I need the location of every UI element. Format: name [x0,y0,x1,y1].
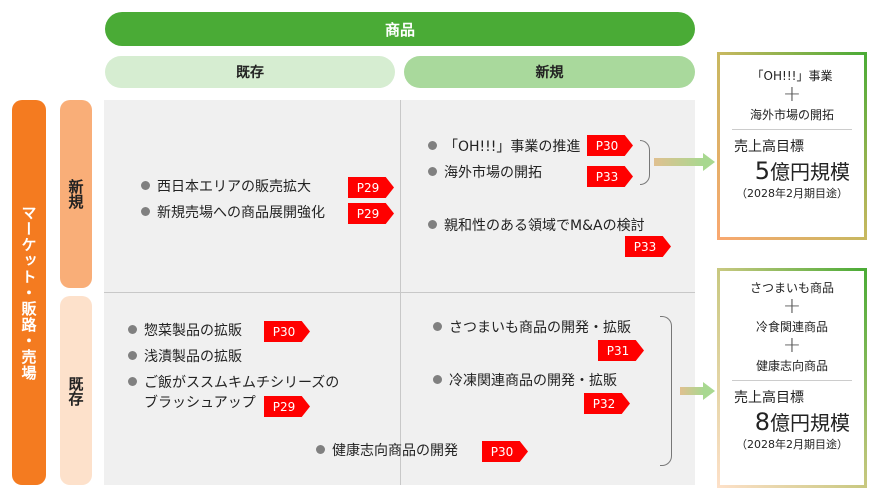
list-item: 海外市場の開拓 [428,163,542,183]
page-tag[interactable]: P30 [482,441,528,462]
box-line: 健康志向商品 [755,359,828,373]
page-tag[interactable]: P32 [584,393,630,414]
list-item: 健康志向商品の開発 [316,441,458,461]
plus-icon: + [782,82,802,107]
page-tag[interactable]: P33 [625,236,671,257]
list-item: ご飯がススムキムチシリーズのブラッシュアップ [128,373,339,413]
page-tag[interactable]: P30 [587,135,633,156]
page-tag[interactable]: P29 [264,396,310,417]
list-item: さつまいも商品の開発・拡販 [433,318,631,338]
brace [640,140,650,185]
plus-icon: + [782,294,802,319]
list-item: 浅漬製品の拡販 [128,347,242,367]
page-tag[interactable]: P30 [264,321,310,342]
market-axis-label: マーケット・販路・売場 [12,100,46,485]
arrow-right-icon [703,382,715,400]
box-line: 「OH!!!」事業 [751,69,833,83]
existing-product-header: 既存 [105,56,395,88]
box-line: さつまいも商品 [749,281,834,295]
box-line: 冷食関連商品 [755,320,828,334]
goal-label: 売上高目標 [734,139,804,155]
existing-market-label: 既存 [60,296,92,485]
page-tag[interactable]: P29 [348,203,394,224]
list-item: 親和性のある領域でM&Aの検討 [428,216,645,236]
goal-value: 8億円規模 [754,408,850,436]
goal-note: （2028年2月期目途） [736,438,848,451]
list-item: 「OH!!!」事業の推進 [428,137,580,157]
box-line: 海外市場の開拓 [749,108,834,122]
arrow-right-icon [703,153,715,171]
arrow-shaft [680,387,704,395]
page-tag[interactable]: P31 [598,340,644,361]
list-item: 新規売場への商品展開強化 [141,203,325,223]
page-tag[interactable]: P33 [587,166,633,187]
list-item: 冷凍関連商品の開発・拡販 [433,371,617,391]
brace [660,316,672,466]
arrow-shaft [654,158,704,166]
plus-icon: + [782,333,802,358]
separator [732,129,852,130]
target-box-1: 「OH!!!」事業 + 海外市場の開拓 売上高目標 5億円規模 （2028年2月… [717,52,867,240]
target-box-2: さつまいも商品 + 冷食関連商品 + 健康志向商品 売上高目標 8億円規模 （2… [717,268,867,488]
list-item: 西日本エリアの販売拡大 [141,177,311,197]
page-tag[interactable]: P29 [348,177,394,198]
product-header: 商品 [105,12,695,46]
goal-label: 売上高目標 [734,390,804,406]
list-item: 惣菜製品の拡販 [128,321,242,341]
goal-note: （2028年2月期目途） [736,187,848,200]
separator [732,380,852,381]
new-market-label: 新規 [60,100,92,288]
new-product-header: 新規 [404,56,695,88]
goal-value: 5億円規模 [754,157,850,185]
divider-horizontal [104,292,695,293]
